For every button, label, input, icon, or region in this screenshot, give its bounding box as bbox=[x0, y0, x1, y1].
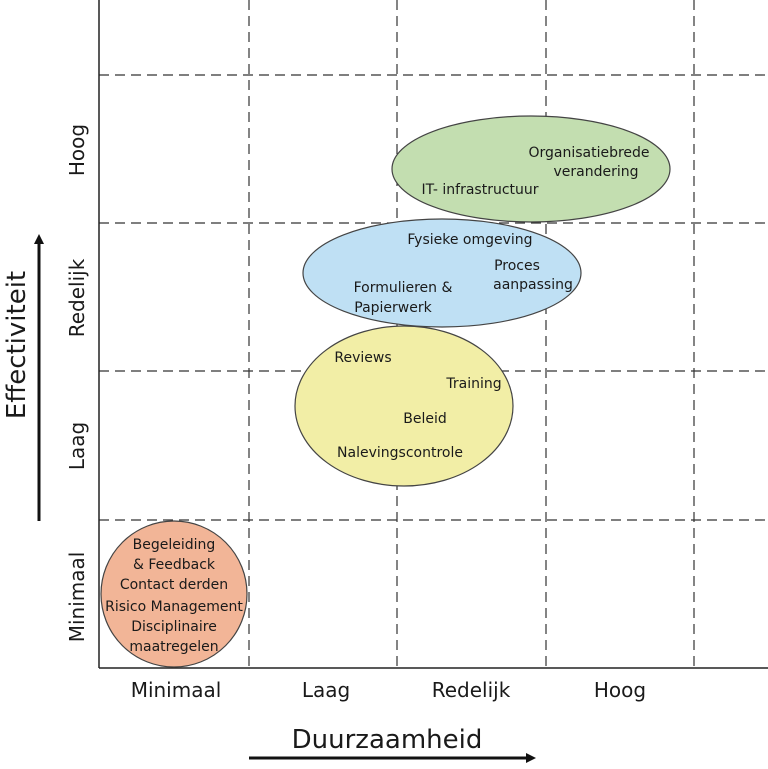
item-aanpassing: aanpassing bbox=[493, 277, 573, 293]
item-organisatiebrede: Organisatiebrede bbox=[528, 145, 649, 161]
item-maatregelen: maatregelen bbox=[129, 639, 218, 655]
group-circle-begeleiding bbox=[100, 520, 248, 668]
y-level-laag: Laag bbox=[65, 422, 89, 470]
item-formulieren: Formulieren & bbox=[354, 280, 453, 296]
x-level-hoog: Hoog bbox=[594, 678, 646, 702]
item-papierwerk: Papierwerk bbox=[354, 300, 432, 316]
y-level-minimaal: Minimaal bbox=[65, 552, 89, 643]
group-ellipse-proces bbox=[302, 218, 582, 328]
x-level-minimaal: Minimaal bbox=[131, 678, 222, 702]
item-nalevingscontrole: Nalevingscontrole bbox=[337, 445, 463, 461]
x-level-laag: Laag bbox=[302, 678, 350, 702]
item-contact-derden: Contact derden bbox=[120, 577, 228, 593]
item-begeleiding: Begeleiding bbox=[133, 537, 216, 553]
item-proces: Proces bbox=[494, 258, 540, 274]
item-training: Training bbox=[445, 376, 501, 392]
y-level-redelijk: Redelijk bbox=[65, 258, 89, 337]
item-fysieke-omgeving: Fysieke omgeving bbox=[407, 232, 532, 248]
x-level-redelijk: Redelijk bbox=[432, 678, 511, 702]
item-reviews: Reviews bbox=[334, 350, 391, 366]
item-it-infrastructuur: IT- infrastructuur bbox=[421, 182, 538, 198]
group-ellipse-it bbox=[391, 115, 671, 223]
item-feedback: & Feedback bbox=[133, 557, 216, 573]
item-disciplinaire: Disciplinaire bbox=[131, 619, 217, 635]
item-risico-management: Risico Management bbox=[105, 599, 243, 615]
x-axis-title: Duurzaamheid bbox=[292, 725, 483, 755]
group-ellipse-beleid bbox=[294, 325, 514, 487]
item-beleid: Beleid bbox=[403, 411, 447, 427]
y-axis-title: Effectiviteit bbox=[2, 271, 32, 419]
y-level-hoog: Hoog bbox=[65, 124, 89, 176]
item-verandering: verandering bbox=[553, 164, 638, 180]
